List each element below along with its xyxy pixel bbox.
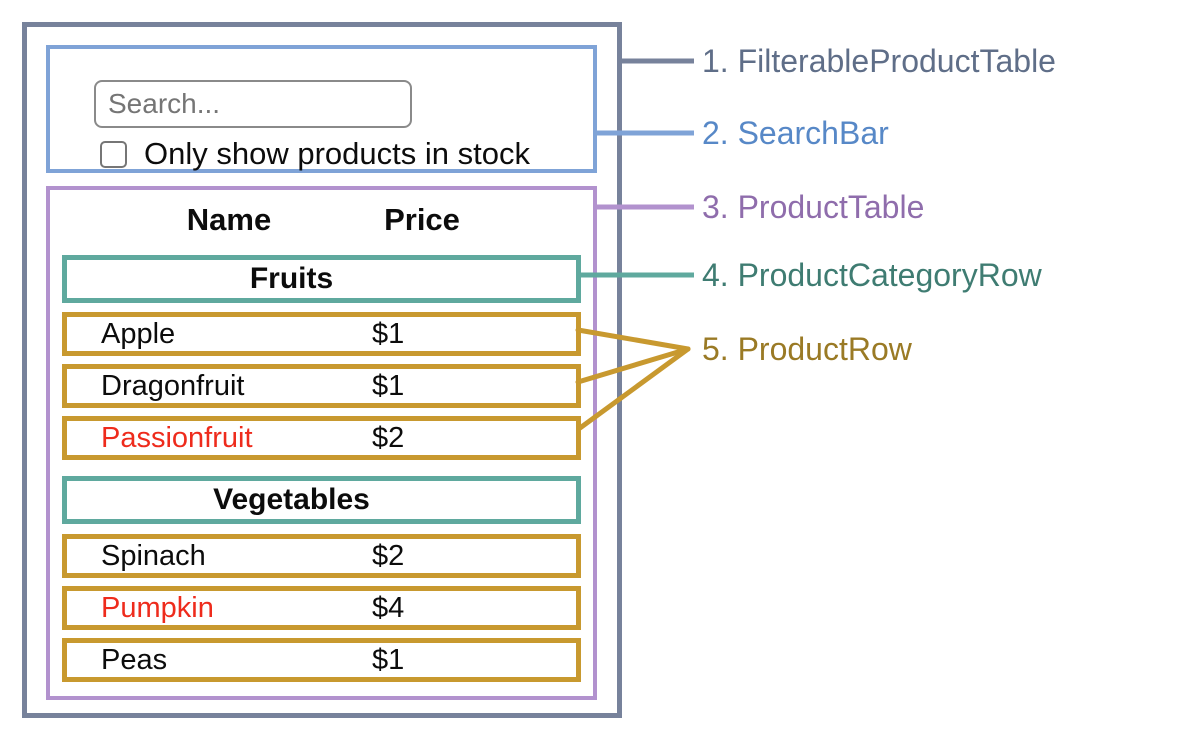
product-price: $2 [372, 421, 405, 454]
product-row-spinach: Spinach $2 [62, 534, 581, 578]
product-price: $1 [372, 317, 405, 350]
product-name: Apple [101, 317, 176, 350]
product-row-apple: Apple $1 [62, 312, 581, 356]
label-search-bar: 2. SearchBar [702, 115, 889, 151]
product-name-out-of-stock: Passionfruit [101, 421, 253, 454]
product-name: Spinach [101, 539, 206, 572]
product-price: $2 [372, 539, 405, 572]
product-table-box: Name Price Fruits Apple $1 Dragonfruit $… [46, 186, 597, 700]
product-row-passionfruit: Passionfruit $2 [62, 416, 581, 460]
product-price: $1 [372, 369, 405, 402]
category-row-vegetables: Vegetables [62, 476, 581, 524]
category-row-fruits: Fruits [62, 255, 581, 303]
search-input[interactable] [94, 80, 412, 128]
category-label: Vegetables [213, 483, 370, 516]
label-product-table: 3. ProductTable [702, 189, 925, 225]
search-bar-box: Only show products in stock [46, 45, 597, 173]
label-product-row: 5. ProductRow [702, 331, 912, 367]
label-filterable-product-table: 1. FilterableProductTable [702, 43, 1056, 79]
product-row-peas: Peas $1 [62, 638, 581, 682]
in-stock-checkbox-label: Only show products in stock [144, 136, 530, 171]
product-row-dragonfruit: Dragonfruit $1 [62, 364, 581, 408]
product-name: Peas [101, 643, 168, 676]
in-stock-checkbox[interactable] [100, 140, 127, 168]
label-product-category-row: 4. ProductCategoryRow [702, 257, 1042, 293]
column-header-name: Name [186, 202, 272, 237]
product-name: Dragonfruit [101, 369, 245, 402]
category-label: Fruits [249, 262, 334, 295]
column-header-price: Price [384, 202, 460, 237]
in-stock-filter-row: Only show products in stock [100, 136, 530, 172]
product-row-pumpkin: Pumpkin $4 [62, 586, 581, 630]
product-price: $1 [372, 643, 405, 676]
product-name-out-of-stock: Pumpkin [101, 591, 214, 624]
product-price: $4 [372, 591, 405, 624]
